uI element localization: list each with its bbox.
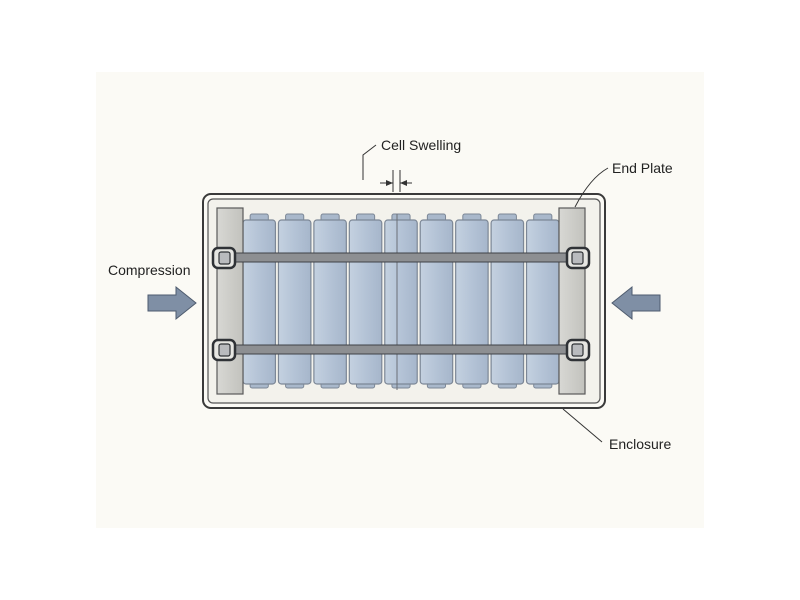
battery-cell — [419, 213, 454, 389]
battery-cell — [455, 213, 489, 389]
battery-cell — [277, 213, 312, 389]
cell-swelling-label: Cell Swelling — [381, 137, 461, 153]
compression-arrow-left — [147, 285, 197, 321]
cell-body — [348, 219, 383, 385]
enclosure-outer — [202, 193, 606, 409]
cell-swelling-marker — [362, 144, 412, 192]
compression-arrow-right — [611, 285, 661, 321]
buckle-top-right — [565, 246, 591, 270]
cell-body — [455, 219, 489, 385]
cell-body — [419, 219, 454, 385]
battery-cells — [242, 213, 560, 389]
compression-band-top — [223, 252, 579, 263]
buckle-bottom-right — [565, 338, 591, 362]
cell-body — [242, 219, 277, 385]
enclosure-leader — [562, 408, 603, 443]
cell-body — [525, 219, 560, 385]
end-plate-leader — [574, 167, 609, 208]
compression-band-bottom — [223, 344, 579, 355]
cell-body — [313, 219, 347, 385]
enclosure-label: Enclosure — [609, 436, 671, 452]
cell-body — [277, 219, 312, 385]
end-plate-label: End Plate — [612, 160, 673, 176]
battery-cell — [384, 213, 418, 389]
battery-cell — [525, 213, 560, 389]
buckle-bottom-left — [211, 338, 237, 362]
end-plate-right — [558, 207, 586, 395]
buckle-top-left — [211, 246, 237, 270]
cell-body — [384, 219, 418, 385]
battery-cell — [348, 213, 383, 389]
compression-label: Compression — [108, 262, 190, 278]
battery-cell — [242, 213, 277, 389]
cell-body — [490, 219, 525, 385]
battery-cell — [490, 213, 525, 389]
battery-cell — [313, 213, 347, 389]
end-plate-left — [216, 207, 244, 395]
